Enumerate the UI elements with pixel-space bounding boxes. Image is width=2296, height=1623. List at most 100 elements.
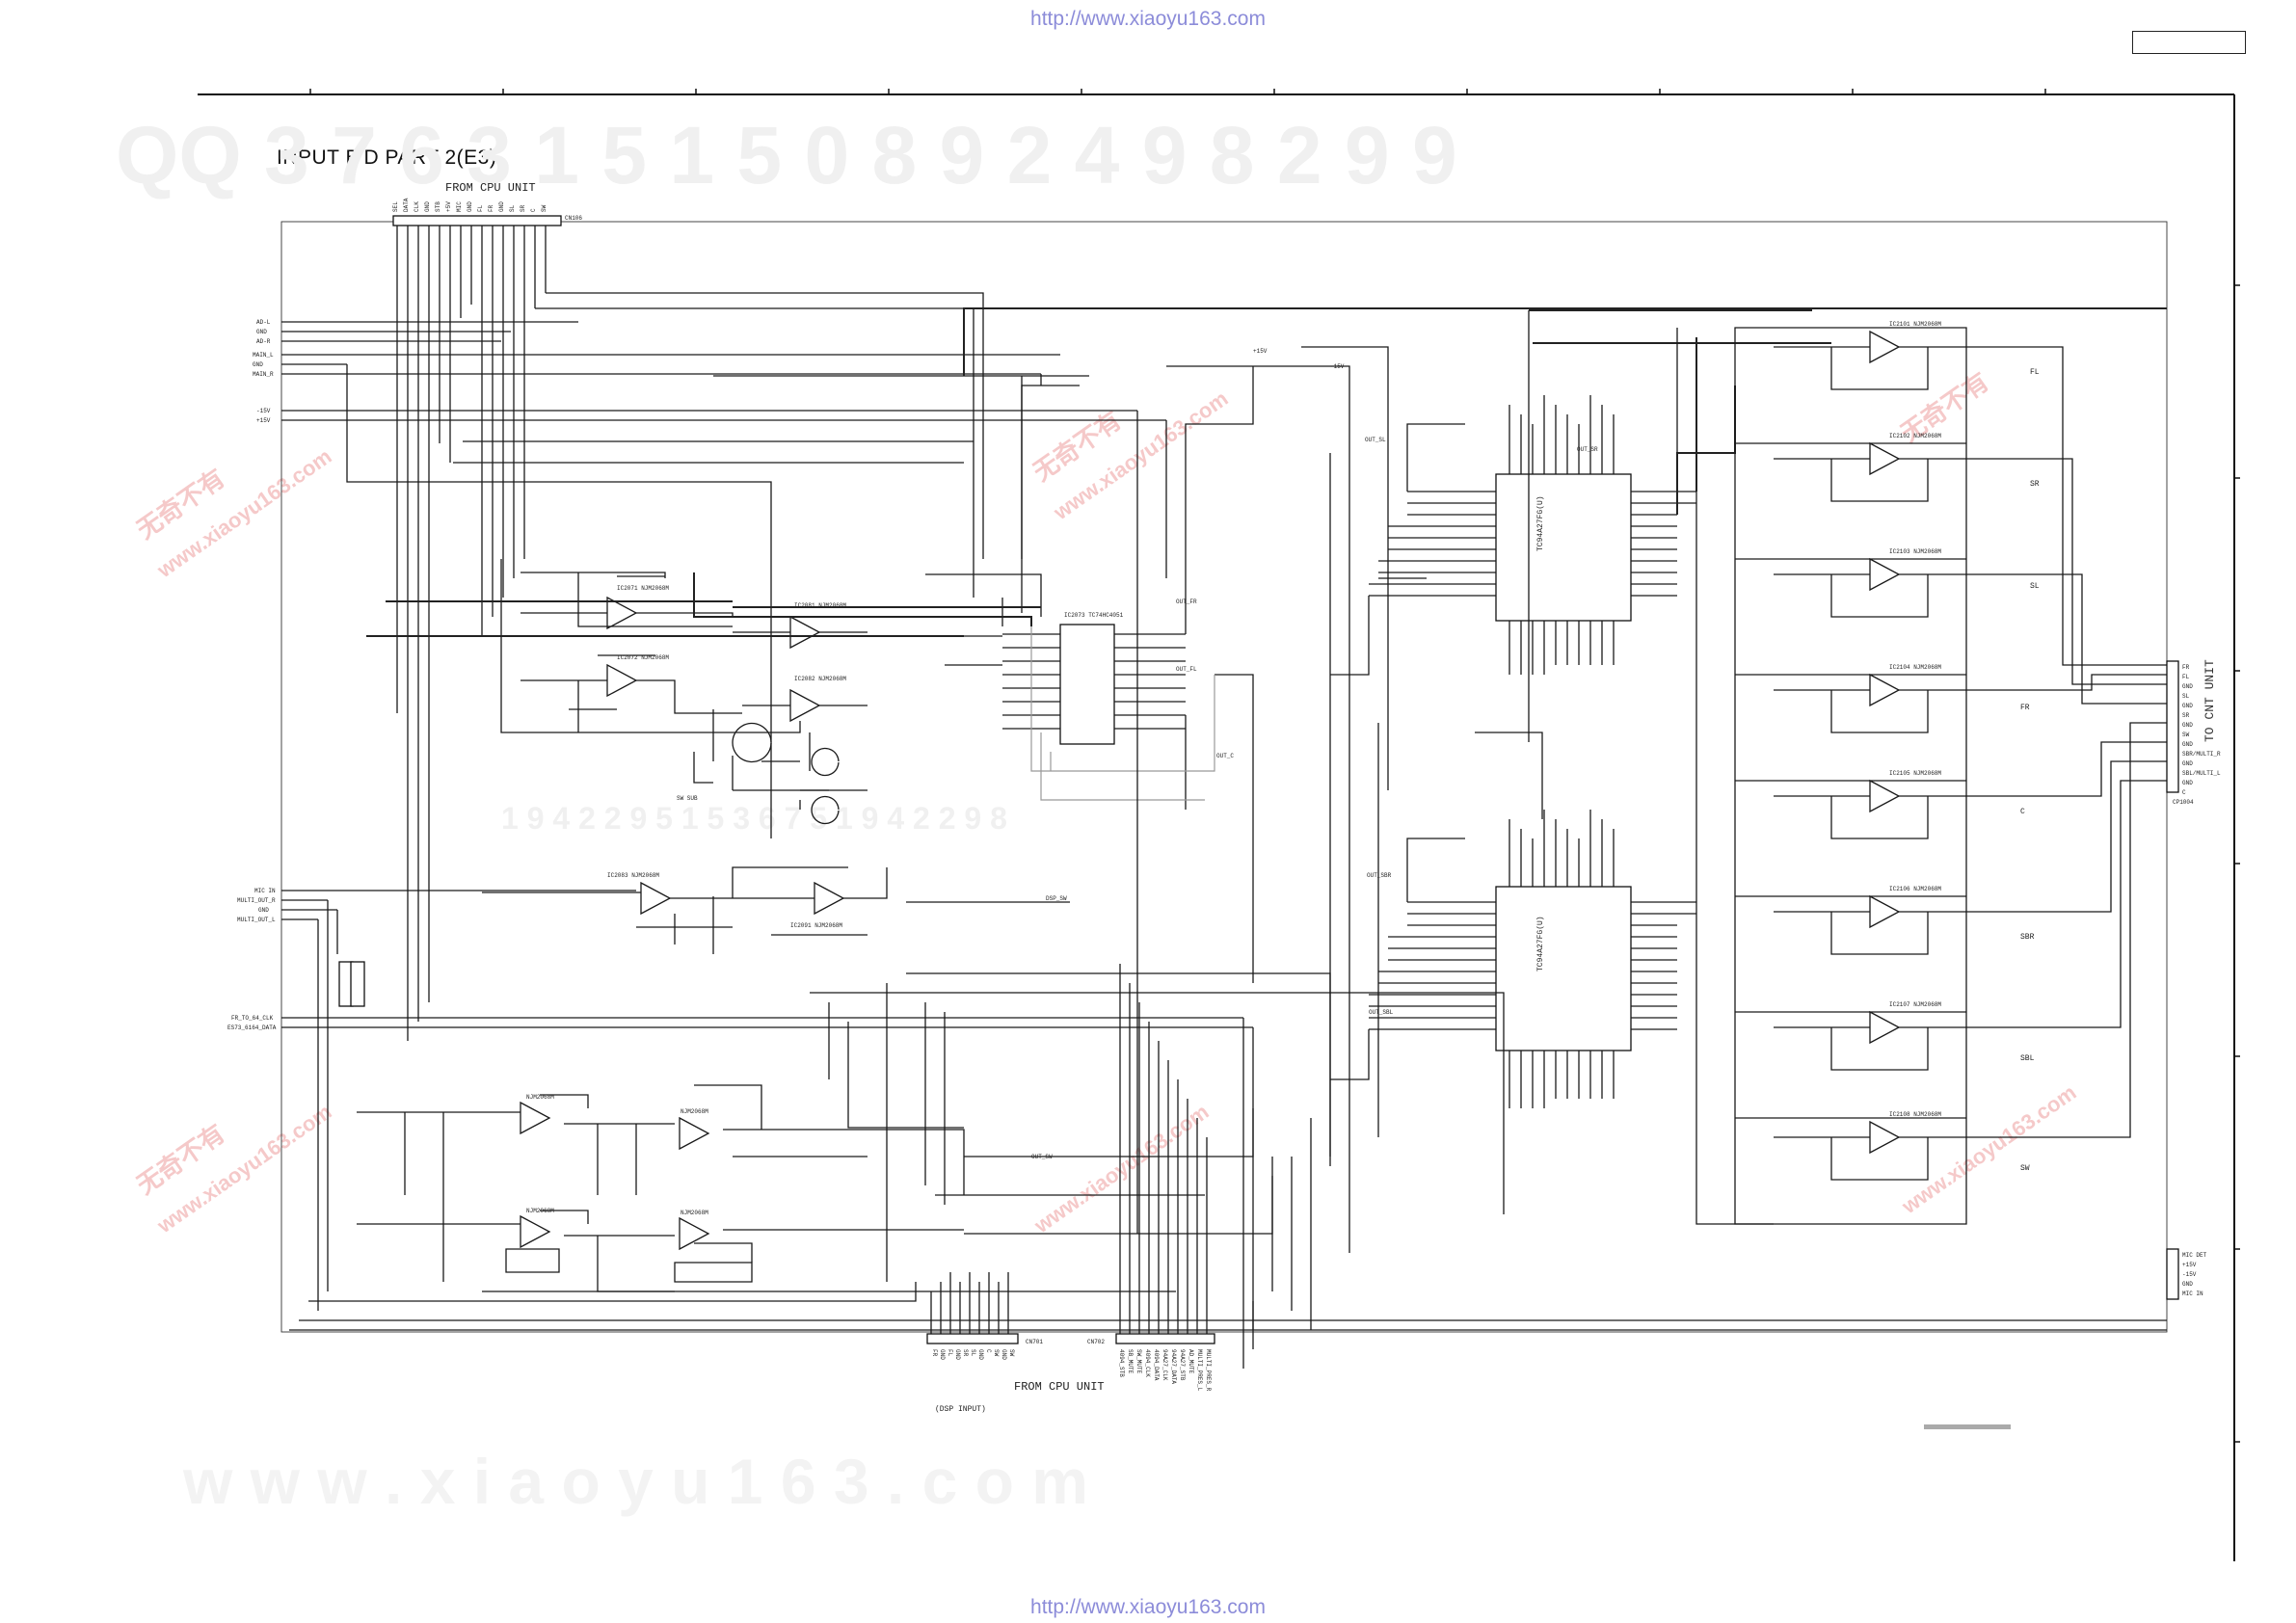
left-label-2: GND xyxy=(256,329,267,335)
cpu-pin-4: GND xyxy=(424,201,431,212)
cpu-pin-1: SEL xyxy=(392,201,399,212)
opamp-right-1: IC2101 NJM2068M xyxy=(1889,321,1941,328)
bottom-pin-right-10: MULTI_PRES_L xyxy=(1196,1349,1203,1392)
channel-sbr: SBR xyxy=(2020,933,2035,942)
net-minus15: -15V xyxy=(1330,363,1345,370)
bottom-pin-right-11: MULTI_PRES_R xyxy=(1205,1349,1212,1392)
cn-top-label: CN106 xyxy=(565,215,582,222)
bg-digits-top: QQ 3 7 6 3 1 5 1 5 0 8 9 2 4 9 8 2 9 9 xyxy=(116,110,1457,200)
left-opamp-section: IC2071 NJM2068M IC2072 NJM2068M IC2081 N… xyxy=(482,559,1070,954)
lower-opamp-3: NJM2068M xyxy=(526,1208,554,1214)
opamp-left-1-label: IC2071 NJM2068M xyxy=(617,585,669,592)
right-pin-14: C xyxy=(2182,789,2186,796)
bottom-pin-right-8: 94A27_STB xyxy=(1179,1349,1186,1381)
diagram-title: INPUT B'D PART 2(E3) xyxy=(277,146,497,169)
bg-site: w w w . x i a o y u 1 6 3 . c o m xyxy=(182,1446,1088,1517)
net-out-c: OUT_C xyxy=(1216,753,1234,759)
opamp-left-3-label: IC2081 NJM2068M xyxy=(794,602,846,609)
power-label-5: MIC IN xyxy=(2182,1290,2203,1297)
opamp-right-3: IC2103 NJM2068M xyxy=(1889,548,1941,555)
bottom-pin-right-5: 4094_DATA xyxy=(1153,1349,1160,1381)
net-plus15: +15V xyxy=(1253,348,1268,355)
bottom-pin-right-6: 94A27_CLK xyxy=(1161,1349,1168,1381)
cpu-pin-14: C xyxy=(530,208,537,212)
left-label-3: AD-R xyxy=(256,338,271,345)
right-pin-8: SW xyxy=(2182,732,2190,738)
low-left-label-1: FR_TO_64_CLK xyxy=(231,1015,274,1022)
lower-left-opamp-section: NJM2068M NJM2068M NJM2068M NJM2068M xyxy=(357,1084,848,1292)
legend-bar xyxy=(1924,1424,2011,1429)
lower-opamp-1: NJM2068M xyxy=(526,1094,554,1101)
net-labels: OUT_SW OUT_FR OUT_C OUT_SR OUT_SL OUT_SB… xyxy=(1031,348,1598,1160)
bottom-pin-left-3: FL xyxy=(947,1349,953,1357)
opamp-left-2-label: IC2072 NJM2068M xyxy=(617,654,669,661)
page-number-box xyxy=(2132,31,2246,54)
bottom-pin-right-4: 4094_CLK xyxy=(1144,1349,1151,1377)
left-label-7: -15V xyxy=(256,408,271,414)
channel-sl: SL xyxy=(2030,582,2040,591)
selector-ic: IC2073 TC74HC4051 xyxy=(925,366,1254,983)
cpu-pin-12: SL xyxy=(509,204,516,212)
opamp-left-5-label: IC2083 NJM2068M xyxy=(607,872,659,879)
cpu-pin-2: DATA xyxy=(403,198,410,212)
net-out-sbl: OUT_SBL xyxy=(1369,1009,1394,1016)
right-pin-3: GND xyxy=(2182,683,2193,690)
lower-opamp-2: NJM2068M xyxy=(681,1108,708,1115)
net-out-sw: OUT_SW xyxy=(1031,1154,1053,1160)
lower-opamp-4: NJM2068M xyxy=(681,1210,708,1216)
stamp-site-5: www.xiaoyu163.com xyxy=(1029,1100,1214,1238)
stamp-site-6: www.xiaoyu163.com xyxy=(1897,1080,2081,1219)
left-label-4: MAIN_L xyxy=(253,352,274,359)
right-pin-11: GND xyxy=(2182,760,2193,767)
right-output-connector: CP1004 TO CNT UNIT FR FL GND SL GND SR G… xyxy=(2166,659,2221,1300)
right-pin-13: GND xyxy=(2182,780,2193,786)
cn-bottom-left-label: CN701 xyxy=(1026,1339,1043,1345)
bottom-pin-right-1: 4094_STB xyxy=(1118,1349,1125,1377)
bottom-pin-left-7: GND xyxy=(977,1349,984,1360)
bottom-pin-left-10: GND xyxy=(1001,1349,1007,1360)
to-cnt-unit-label: TO CNT UNIT xyxy=(2203,659,2217,742)
ic-upper-label: TC94A27FG(U) xyxy=(1536,495,1545,551)
channel-sbl: SBL xyxy=(2020,1054,2035,1063)
cpu-pin-15: SW xyxy=(541,204,547,212)
dsp-sw-label: DSP_SW xyxy=(1046,895,1067,902)
right-pin-4: SL xyxy=(2182,693,2190,700)
bottom-pin-left-6: SL xyxy=(970,1349,976,1357)
cpu-top-pin-labels: SEL DATA CLK GND STB +5V MIC GND FL FR G… xyxy=(392,198,547,212)
channel-sr: SR xyxy=(2030,480,2040,489)
lower-audio-ic: TC94A27FG(U) xyxy=(1330,732,1696,1108)
opamp-left-4-label: IC2082 NJM2068M xyxy=(794,676,846,682)
power-label-2: +15V xyxy=(2182,1262,2197,1268)
bottom-pin-left-5: SR xyxy=(962,1349,969,1357)
left-label-8: +15V xyxy=(256,417,271,424)
cpu-pin-8: GND xyxy=(467,201,473,212)
channel-fl: FL xyxy=(2030,368,2040,377)
from-cpu-bottom-label: FROM CPU UNIT xyxy=(1014,1380,1105,1394)
low-left-label-2: ES73_6164_DATA xyxy=(227,1024,277,1031)
mid-left-label-3: GND xyxy=(258,907,269,914)
opamp-left-6-label: IC2091 NJM2068M xyxy=(790,922,842,929)
power-label-1: MIC DET xyxy=(2182,1252,2207,1259)
bg-digits-mid: 1 9 4 2 2 9 5 1 5 3 6 7 5 1 9 4 2 2 9 8 xyxy=(501,801,1007,836)
right-pin-6: SR xyxy=(2182,712,2190,719)
cpu-connector-bottom: CN701 CN702 (DSP INPUT) FROM CPU UNIT FR… xyxy=(926,964,1215,1414)
dsp-input-label: (DSP INPUT) xyxy=(935,1405,986,1414)
opamp-right-8: IC2108 NJM2068M xyxy=(1889,1111,1941,1118)
red-stamps: 无奇不有 www.xiaoyu163.com 无奇不有 www.xiaoyu16… xyxy=(131,367,2080,1238)
right-pin-2: FL xyxy=(2182,674,2190,680)
net-out-fl: OUT_FL xyxy=(1176,666,1197,673)
left-label-1: AD-L xyxy=(256,319,271,326)
net-out-sl: OUT_SL xyxy=(1365,437,1386,443)
net-out-fr: OUT_FR xyxy=(1176,599,1197,605)
bottom-pin-right-7: 94A27_DATA xyxy=(1170,1349,1177,1384)
bottom-pin-left-4: GND xyxy=(954,1349,961,1360)
sw-sub-label: SW SUB xyxy=(677,795,698,802)
channel-c: C xyxy=(2020,808,2025,816)
ic-lower-label: TC94A27FG(U) xyxy=(1536,916,1545,971)
opamp-right-7: IC2107 NJM2068M xyxy=(1889,1001,1941,1008)
channel-fr: FR xyxy=(2020,704,2030,712)
bottom-pin-right-2: SB_MUTE xyxy=(1127,1349,1134,1374)
cpu-connector-top: FROM CPU UNIT CN106 SEL DATA CLK GND STB… xyxy=(392,181,582,1041)
mid-left-label-2: MULTI_OUT_R xyxy=(237,897,276,904)
cpu-pin-6: +5V xyxy=(445,201,452,212)
